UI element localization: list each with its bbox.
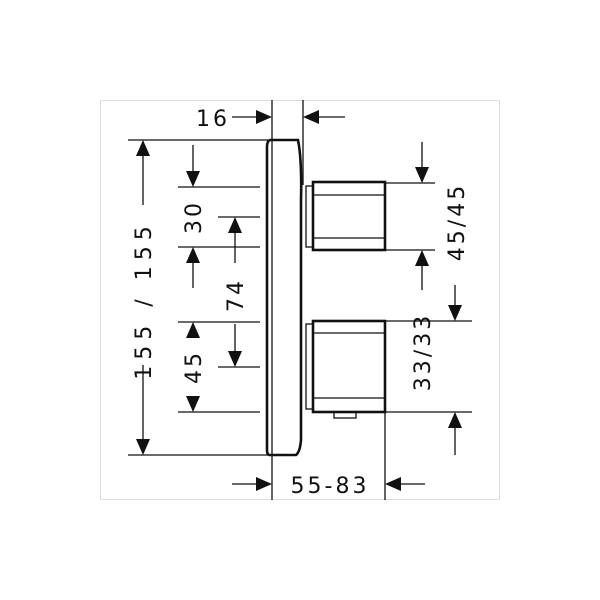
frame-border	[100, 100, 500, 500]
extension-lines	[128, 139, 472, 456]
dim-label-30: 30	[182, 200, 207, 234]
arrow-up-icon	[186, 247, 200, 263]
arrow-down-icon	[415, 167, 429, 183]
arrow-down-icon	[228, 351, 242, 367]
arrow-left-icon	[303, 110, 319, 124]
arrow-up-icon	[136, 140, 150, 156]
arrow-right-icon	[256, 110, 272, 124]
arrow-up-icon	[228, 217, 242, 233]
arrow-down-icon	[186, 396, 200, 412]
arrow-down-icon	[448, 305, 462, 321]
dim-label-16: 16	[196, 107, 230, 132]
dim-label-45: 45	[182, 350, 207, 384]
arrow-up-icon	[448, 412, 462, 428]
arrow-down-icon	[136, 439, 150, 455]
dimension-arrows	[136, 110, 462, 491]
dim-label-74: 74	[224, 278, 249, 312]
arrow-down-icon	[186, 171, 200, 187]
reference-lines	[271, 100, 386, 500]
dim-label-total-height: 155 / 155	[132, 220, 157, 379]
arrow-up-icon	[415, 250, 429, 266]
arrow-up-icon	[186, 322, 200, 338]
upper-cartridge	[305, 180, 387, 252]
dim-label-depth: 55-83	[291, 474, 370, 499]
dim-label-lower-cartridge: 33/33	[411, 313, 436, 391]
dim-label-upper-cartridge: 45/45	[445, 183, 470, 261]
arrow-right-icon	[256, 477, 272, 491]
arrow-left-icon	[385, 477, 401, 491]
lower-cartridge	[305, 319, 387, 419]
wall-plate	[265, 138, 303, 457]
